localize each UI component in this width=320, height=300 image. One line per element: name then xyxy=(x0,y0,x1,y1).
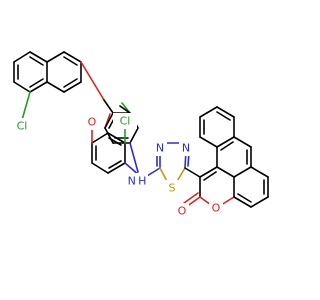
atom-o-ring: O xyxy=(212,202,221,215)
atom-o-ether: O xyxy=(88,116,97,129)
atom-n-top-left: N xyxy=(156,142,164,155)
atom-cl-right: Cl xyxy=(120,115,131,128)
chloronaphthalene-group xyxy=(13,51,105,121)
atom-cl-left: Cl xyxy=(17,120,28,133)
atom-s: S xyxy=(169,182,176,195)
atom-labels: Cl O Cl N H N N S O O xyxy=(10,113,223,219)
atom-o-carbonyl: O xyxy=(178,205,187,218)
atom-n-top-right: N xyxy=(182,142,190,155)
phenyl-ring xyxy=(91,121,141,177)
atom-nh: N H xyxy=(128,175,147,188)
benzocoumarin-group xyxy=(183,106,269,208)
molecule-structure: Cl O Cl N H N N S O O xyxy=(10,51,269,219)
